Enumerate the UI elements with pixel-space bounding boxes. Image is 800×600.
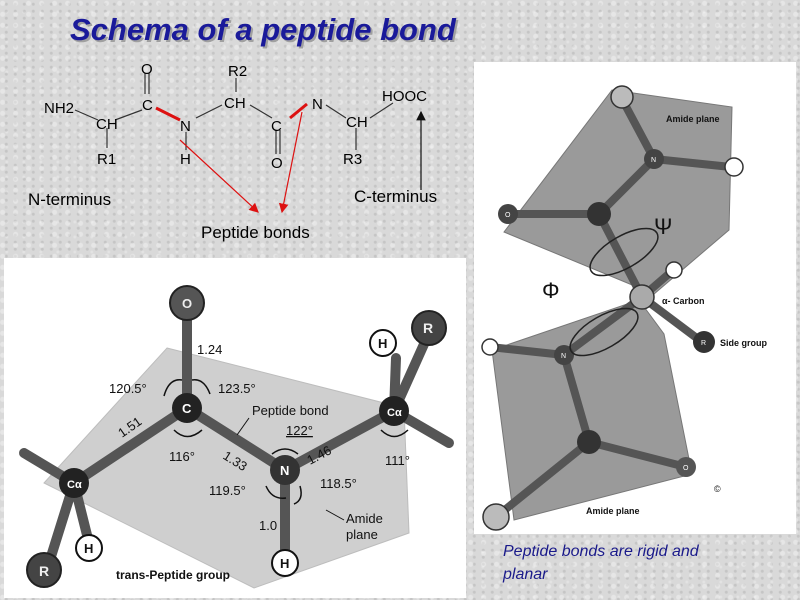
arrow-peptide-bond-1 — [179, 139, 259, 213]
atom-n-1: N — [180, 118, 191, 135]
atom-h: H — [180, 151, 191, 168]
label-side-group: Side group — [720, 338, 768, 348]
atom-r-left: R — [39, 563, 49, 579]
atom-r-side: R — [701, 340, 706, 347]
angle-119-5: 119.5° — [209, 483, 246, 498]
atom-ch-3: CH — [346, 114, 368, 131]
atom-nh2: NH2 — [44, 100, 74, 117]
atom-o-1: O — [141, 61, 153, 78]
backbone-bonds — [486, 95, 735, 521]
amide-plane-shade — [43, 347, 410, 589]
label-c-terminus: C-terminus — [354, 187, 437, 206]
atom-c: C — [182, 401, 192, 416]
atom-o-bottom: O — [683, 465, 689, 472]
caption-line-2: planar — [503, 566, 548, 583]
backbone-atoms — [481, 85, 744, 531]
atom-r1: R1 — [97, 151, 116, 168]
angle-116: 116° — [169, 449, 195, 464]
atom-ch-1: CH — [96, 116, 118, 133]
atom-n-top: N — [651, 157, 656, 164]
label-amide-plane-bottom: Amide plane — [586, 506, 640, 516]
atom-n-2: N — [312, 96, 323, 113]
atom-c-2: C — [271, 118, 282, 135]
label-peptide-bonds: Peptide bonds — [201, 223, 310, 242]
schema-bonds — [74, 73, 394, 154]
caption: Peptide bonds are rigid and planar — [503, 540, 699, 586]
atom-h-left: H — [84, 541, 93, 556]
label-alpha-carbon: α- Carbon — [662, 296, 705, 306]
label-trans-peptide-group: trans-Peptide group — [116, 568, 230, 582]
label-phi: Φ — [542, 278, 560, 303]
atom-o-2: O — [271, 155, 283, 172]
arrow-peptide-bond-2 — [278, 111, 303, 214]
trans-peptide-figure: O C N H Cα Cα H R H R 1.24 1.51 1.33 1.4… — [4, 258, 466, 598]
peptide-bond-highlights — [155, 102, 308, 122]
label-n-terminus: N-terminus — [28, 190, 111, 209]
atom-r-right: R — [423, 320, 433, 336]
copyright-mark: © — [714, 484, 721, 494]
atom-r2: R2 — [228, 63, 247, 80]
bond-length-nh: 1.0 — [259, 518, 277, 533]
backbone-figure: Amide plane Amide plane Ψ Φ α- Carbon Si… — [474, 62, 796, 534]
angle-120-5: 120.5° — [109, 381, 147, 396]
label-plane: plane — [346, 527, 378, 542]
atom-ch-2: CH — [224, 95, 246, 112]
atom-c-1: C — [142, 97, 153, 114]
trans-atoms — [26, 285, 447, 588]
atom-o-top: O — [505, 212, 511, 219]
angle-118-5: 118.5° — [320, 476, 357, 491]
angle-122: 122° — [286, 423, 313, 438]
atom-hooc: HOOC — [382, 88, 427, 105]
caption-line-1: Peptide bonds are rigid and — [503, 543, 699, 560]
peptide-schema: NH2 CH R1 C O N H CH R2 C O N CH R3 HOOC… — [28, 61, 437, 242]
atom-calpha-left: Cα — [67, 479, 82, 491]
atom-n: N — [280, 463, 289, 478]
label-amide-plane-top: Amide plane — [666, 114, 720, 124]
angle-111: 111° — [385, 453, 410, 468]
slide-title: Schema of a peptide bond — [70, 12, 456, 47]
rotation-arrows — [569, 227, 659, 357]
angle-123-5: 123.5° — [218, 381, 256, 396]
atom-h-n: H — [280, 556, 289, 571]
bond-length-co: 1.24 — [197, 342, 222, 357]
label-amide: Amide — [346, 511, 383, 526]
atom-n-bottom: N — [561, 353, 566, 360]
label-psi: Ψ — [654, 214, 672, 239]
atom-calpha-right: Cα — [387, 407, 402, 419]
atom-o: O — [182, 296, 192, 311]
atom-h-right: H — [378, 336, 387, 351]
angle-arcs — [163, 379, 409, 505]
label-peptide-bond: Peptide bond — [252, 403, 329, 418]
atom-r3: R3 — [343, 151, 362, 168]
